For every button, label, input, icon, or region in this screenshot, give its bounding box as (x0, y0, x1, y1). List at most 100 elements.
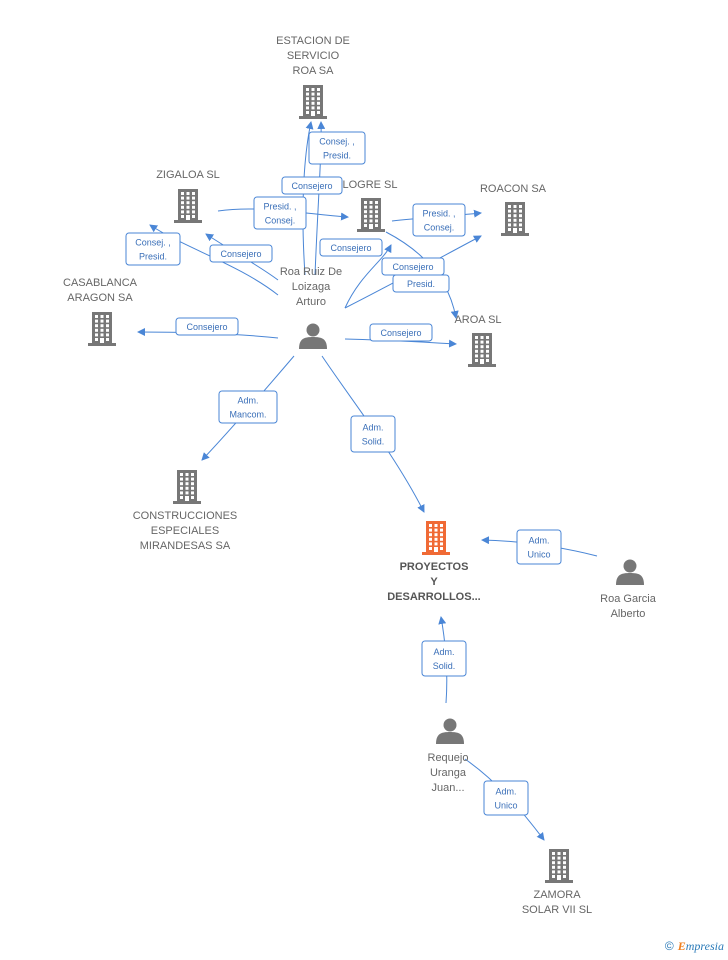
node-label: ZIGALOA SL (156, 169, 220, 181)
node-construcciones[interactable]: CONSTRUCCIONES ESPECIALES MIRANDESAS SA (133, 470, 238, 552)
edge-label-text: Adm. (237, 396, 258, 406)
building-icon (299, 85, 327, 119)
node-requejo[interactable]: RequejoUrangaJuan... (428, 718, 469, 795)
edge-label-box (319, 238, 383, 257)
building-icon (88, 312, 116, 346)
node-roacon[interactable]: ROACON SA (480, 183, 547, 236)
edge-label-text: Consej. , (135, 238, 171, 248)
edge-label-e12[interactable]: Adm.Mancom. (218, 390, 278, 424)
building-icon (174, 189, 202, 223)
edge-label-text: Presid. , (263, 202, 296, 212)
node-proyectos[interactable]: PROYECTOSYDESARROLLOS... (387, 521, 481, 603)
edge-label-e5[interactable]: Consejero (209, 244, 273, 263)
edge-label-e6[interactable]: Presid. , Consej. (412, 203, 466, 237)
node-label: MIRANDESAS SA (140, 540, 231, 552)
node-logre[interactable]: LOGRE SL (342, 179, 398, 232)
edge-label-text: Solid. (362, 437, 385, 447)
edge-label-box (392, 274, 450, 293)
edge-label-text: Consejero (291, 181, 332, 191)
node-label: ROACON SA (480, 183, 547, 195)
edge-label-text: Adm. (528, 536, 549, 546)
node-aroa[interactable]: AROA SL (454, 314, 502, 367)
edge-label-text: Consejero (392, 262, 433, 272)
node-estacion[interactable]: ESTACION DE SERVICIO ROA SA (276, 35, 350, 119)
edge-label-text: Consejero (220, 249, 261, 259)
node-label: ROA SA (293, 65, 335, 77)
person-icon (299, 323, 327, 349)
person-icon (436, 718, 464, 744)
edge-label-box (281, 176, 343, 195)
edge-label-e11[interactable]: Consejero (369, 323, 433, 342)
edge-label-box (175, 317, 239, 336)
node-label: Y (430, 576, 438, 588)
node-zigaloa[interactable]: ZIGALOA SL (156, 169, 220, 223)
edge-label-e3[interactable]: Presid. , Consej. (253, 196, 307, 230)
edge-label-text: Consejero (330, 243, 371, 253)
edge-label-box (218, 390, 278, 424)
edge-label-text: Consejero (380, 328, 421, 338)
edge-label-text: Adm. (362, 423, 383, 433)
node-label: Requejo (428, 752, 469, 764)
node-casablanca[interactable]: CASABLANCA ARAGON SA (63, 277, 138, 346)
node-label: SOLAR VII SL (522, 904, 592, 916)
node-label: Loizaga (292, 281, 331, 293)
edge-label-text: Presid. (139, 252, 167, 262)
edge-label-box (412, 203, 466, 237)
building-icon (545, 849, 573, 883)
node-label: LOGRE SL (342, 179, 397, 191)
edge-label-e16[interactable]: Adm. Unico (483, 780, 529, 816)
node-label: AROA SL (454, 314, 501, 326)
brand-name: mpresia (685, 939, 724, 953)
edge-line-e7 (344, 244, 392, 309)
edge-label-e9[interactable]: Presid. (392, 274, 450, 293)
edge-label-e14[interactable]: Adm. Unico (516, 529, 562, 565)
edge-label-text: Presid. , (422, 209, 455, 219)
edge-label-text: Adm. (433, 647, 454, 657)
node-zamora[interactable]: ZAMORA SOLAR VII SL (522, 849, 592, 916)
building-icon (173, 470, 201, 504)
edge-label-e1[interactable]: Consej. ,Presid. (308, 131, 366, 165)
node-label: CONSTRUCCIONES (133, 510, 238, 522)
edge-label-e13[interactable]: Adm. Solid. (350, 415, 396, 453)
edge-label-box (350, 415, 396, 453)
edge-label-box (421, 640, 467, 677)
edge-label-e8[interactable]: Consejero (381, 257, 445, 276)
edge-label-text: Unico (494, 801, 517, 811)
brand-footer: ©Empresia (665, 939, 724, 954)
edge-label-box (253, 196, 307, 230)
edge-label-text: Consej. (265, 216, 296, 226)
node-label: ARAGON SA (67, 292, 133, 304)
node-label: ZAMORA (533, 889, 581, 901)
node-label: Roa Ruiz De (280, 266, 342, 278)
person-icon (616, 559, 644, 585)
edge-label-box (369, 323, 433, 342)
building-icon (357, 198, 385, 232)
edge-label-e4[interactable]: Consej. , Presid. (125, 232, 181, 266)
node-label: ESTACION DE (276, 35, 350, 47)
edge-label-e2[interactable]: Consejero (281, 176, 343, 195)
edge-label-text: Unico (527, 550, 550, 560)
node-label: CASABLANCA (63, 277, 138, 289)
edge-label-box (209, 244, 273, 263)
edge-label-text: Consej. (424, 223, 455, 233)
edge-label-e7[interactable]: Consejero (319, 238, 383, 257)
edge-label-e15[interactable]: Adm.Solid. (421, 640, 467, 677)
node-label: SERVICIO (287, 50, 340, 62)
edge-label-box (516, 529, 562, 565)
edge-label-text: Presid. (323, 151, 351, 161)
node-label: Juan... (431, 782, 464, 794)
building-icon (468, 333, 496, 367)
edge-label-text: Consejero (186, 322, 227, 332)
node-label: ESPECIALES (151, 525, 219, 537)
edge-label-box (308, 131, 366, 165)
edge-label-text: Adm. (495, 787, 516, 797)
nodes-layer: ESTACION DE SERVICIO ROA SA ZIGALOA SL LOGRE… (63, 35, 657, 916)
edge-label-e10[interactable]: Consejero (175, 317, 239, 336)
edge-label-box (125, 232, 181, 266)
brand-initial: E (677, 939, 686, 953)
